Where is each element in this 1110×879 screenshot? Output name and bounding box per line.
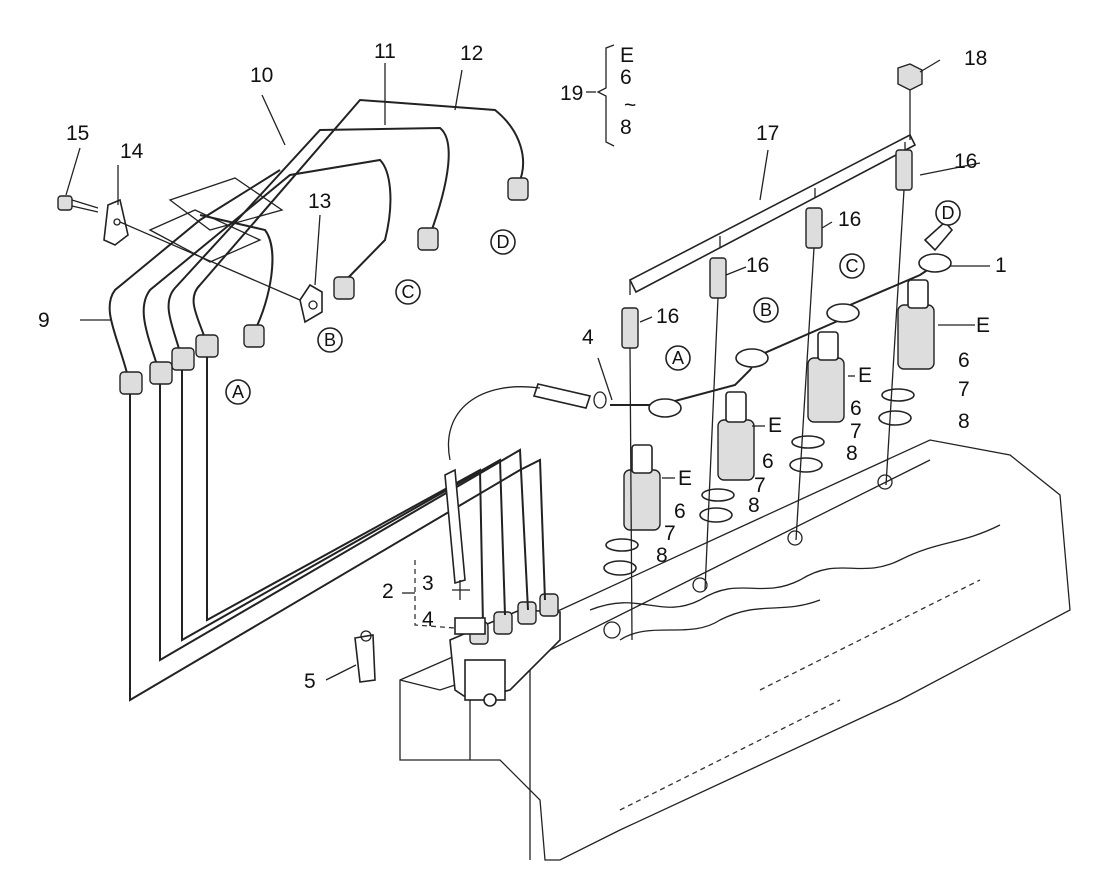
label-16-c: 16 — [838, 208, 861, 231]
nozzle-holder-3 — [789, 331, 845, 473]
bracket-19-contents: E 6 ~ 8 — [620, 44, 636, 139]
label-8-d: 8 — [958, 410, 970, 433]
label-E-1: E — [678, 467, 692, 490]
label-E-4: E — [976, 314, 990, 337]
label-7-c: 7 — [850, 420, 862, 443]
svg-text:C: C — [402, 282, 415, 302]
bolt-15 — [57, 195, 99, 213]
pipe-end-nuts — [119, 177, 529, 395]
label-6-d: 6 — [958, 349, 970, 372]
nozzle-holder-2 — [699, 391, 755, 523]
banjo-assembly — [414, 560, 486, 635]
label-11: 11 — [374, 40, 396, 63]
leak-off-pipe-1 — [610, 220, 954, 418]
leader-lines — [65, 59, 990, 681]
label-8-b: 8 — [748, 494, 760, 517]
label-8-a: 8 — [656, 544, 668, 567]
label-15: 15 — [66, 122, 89, 145]
svg-text:A: A — [232, 382, 244, 402]
bracket-19-top: E — [620, 44, 634, 67]
label-16-a: 16 — [656, 305, 679, 328]
glow-plug-connector-17 — [628, 133, 917, 295]
circle-pipe-D: D — [490, 229, 516, 255]
label-17: 17 — [756, 122, 779, 145]
label-18: 18 — [964, 47, 987, 70]
label-10: 10 — [250, 64, 273, 87]
label-12: 12 — [460, 42, 483, 65]
return-hose-4 — [532, 383, 607, 409]
pipe-11 — [167, 126, 506, 642]
label-E-3: E — [858, 364, 872, 387]
cylinder-head — [399, 439, 1071, 861]
circle-pipe-C: C — [395, 279, 421, 305]
label-4-banjo: 4 — [422, 608, 434, 631]
svg-text:D: D — [497, 232, 510, 252]
circle-injector-A: A — [665, 345, 691, 371]
label-7-d: 7 — [958, 378, 970, 401]
bracket-19 — [586, 44, 615, 147]
label-5: 5 — [304, 670, 316, 693]
label-9: 9 — [38, 309, 50, 332]
label-14: 14 — [120, 140, 144, 163]
nozzle-holder-1 — [603, 444, 661, 576]
label-6-b: 6 — [762, 450, 774, 473]
label-4-hose: 4 — [582, 326, 594, 349]
clamp-13 — [299, 283, 323, 324]
svg-text:D: D — [942, 203, 955, 223]
label-8-c: 8 — [846, 442, 858, 465]
nut-18 — [897, 63, 923, 140]
pipe-9-to-A — [199, 214, 274, 331]
svg-text:B: B — [760, 300, 772, 320]
label-6-c: 6 — [850, 397, 862, 420]
circle-pipe-B: B — [317, 327, 343, 353]
circle-injector-C: C — [839, 253, 865, 279]
label-E-2: E — [768, 414, 782, 437]
return-hose-arc — [444, 386, 541, 585]
part-number-labels: 1 2 3 4 4 5 6 6 6 6 7 7 7 7 8 8 8 8 9 10… — [38, 40, 1007, 693]
pipe-12 — [192, 98, 525, 626]
clamp-plates-shaded — [148, 177, 284, 263]
label-7-a: 7 — [664, 522, 676, 545]
bracket-19-bottom: 8 — [620, 116, 632, 139]
label-2: 2 — [382, 580, 394, 603]
label-1: 1 — [995, 254, 1007, 277]
label-16-b: 16 — [746, 254, 769, 277]
label-3: 3 — [422, 572, 434, 595]
glow-plugs-16 — [621, 149, 913, 641]
label-19: 19 — [560, 82, 583, 105]
bracket-19-mid: 6 — [620, 66, 632, 89]
svg-text:C: C — [846, 256, 859, 276]
svg-text:A: A — [672, 348, 684, 368]
label-6-a: 6 — [674, 500, 686, 523]
label-16-d: 16 — [954, 150, 977, 173]
svg-text:B: B — [324, 330, 336, 350]
pipe-10 — [142, 158, 529, 662]
label-13: 13 — [308, 190, 331, 213]
nozzle-holder-4 — [878, 279, 935, 426]
circle-injector-B: B — [753, 297, 779, 323]
label-7-b: 7 — [754, 474, 766, 497]
circle-pipe-A: A — [225, 379, 251, 405]
bracket-19-tilde: ~ — [624, 94, 636, 117]
circle-injector-D: D — [935, 200, 961, 226]
pipe-5 — [354, 630, 376, 683]
